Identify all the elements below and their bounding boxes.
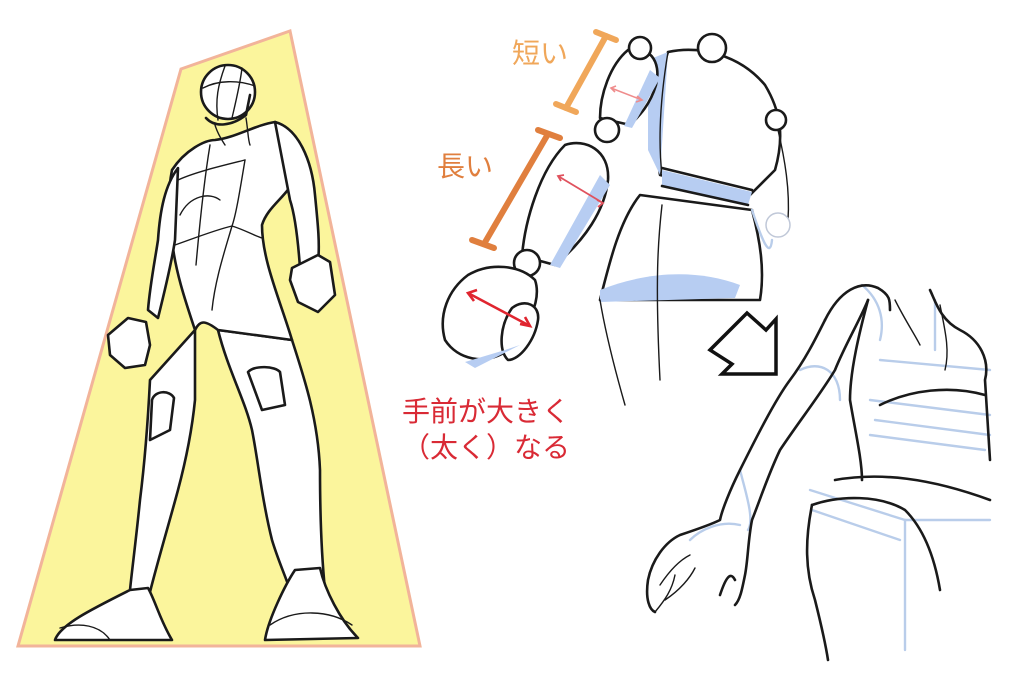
short-length-bar — [553, 29, 619, 115]
thickness-arrow-small — [609, 85, 644, 103]
low-angle-figure-panel — [16, 29, 422, 648]
mannequin-hips — [598, 193, 764, 302]
head — [199, 63, 257, 146]
right-foot — [263, 566, 360, 642]
right-leg — [216, 328, 327, 592]
refined-arm — [645, 318, 827, 614]
thickness-arrow-medium — [556, 174, 605, 208]
caption-line-1: 手前が大きく — [402, 395, 571, 428]
long-length-bar — [469, 127, 563, 251]
refined-figure-panel — [645, 283, 992, 662]
forearm-segment — [520, 141, 610, 267]
right-upper-arm — [273, 120, 321, 270]
refined-torso — [823, 284, 992, 462]
foreshortening-caption: 手前が大きく （太く）なる — [402, 394, 570, 466]
foreshortened-mannequin-panel — [441, 29, 791, 406]
torso — [167, 120, 299, 342]
left-fist — [106, 316, 152, 370]
thickness-arrow-large — [465, 288, 533, 328]
left-upper-arm — [146, 166, 180, 320]
direction-arrow-icon — [707, 310, 778, 376]
right-knee — [246, 365, 287, 412]
caption-line-2: （太く）なる — [402, 431, 571, 464]
long-label: 長い — [437, 150, 494, 183]
left-knee — [148, 390, 176, 442]
short-label: 短い — [512, 37, 569, 70]
right-fist — [288, 253, 337, 314]
